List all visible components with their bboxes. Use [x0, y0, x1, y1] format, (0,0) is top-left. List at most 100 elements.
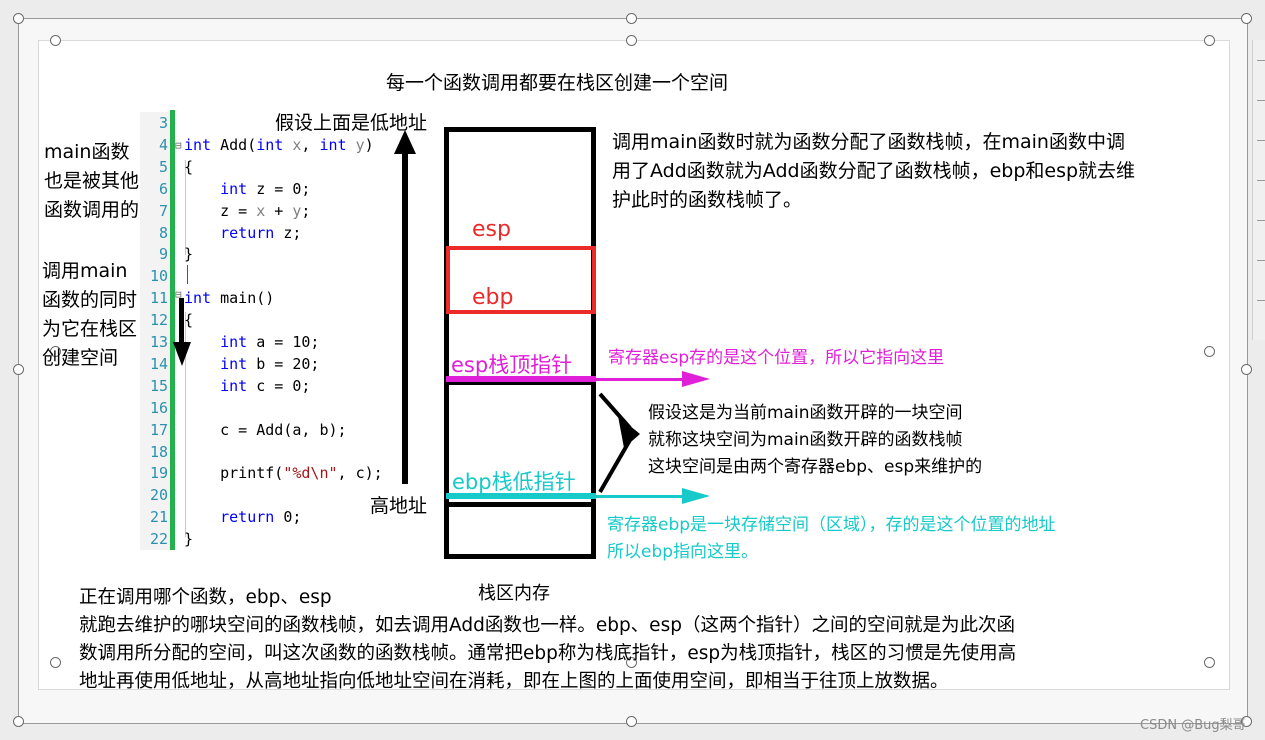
inner-handle-br[interactable]	[1204, 657, 1215, 668]
note-line: main函数	[44, 141, 130, 163]
note-line: 为它在栈区	[42, 318, 138, 340]
stack-divider	[444, 502, 596, 507]
ebp-pointer-line	[446, 493, 596, 499]
indent-guide	[185, 312, 186, 537]
resize-handle-bc[interactable]	[626, 716, 637, 727]
line-number: 9	[158, 245, 168, 264]
code-line: 17 c = Add(a, b);	[140, 419, 347, 441]
line-number: 14	[149, 354, 168, 373]
resize-handle-tr[interactable]	[1241, 13, 1252, 24]
line-number: 21	[149, 508, 168, 527]
line-number: 22	[149, 530, 168, 549]
note-line: 所以ebp指向这里。	[607, 542, 759, 562]
editor-gutter	[140, 112, 170, 550]
inner-handle-bc[interactable]	[626, 657, 637, 668]
arrow-down-icon	[173, 342, 191, 366]
paragraph-line: 正在调用哪个函数，ebp、esp	[79, 587, 332, 608]
code-text: int b = 20;	[220, 354, 320, 373]
resize-handle-bl[interactable]	[13, 716, 24, 727]
line-number: 20	[149, 486, 168, 505]
inner-handle-tr[interactable]	[1204, 35, 1215, 46]
pointer-arrows	[446, 371, 710, 504]
code-line: 22}	[140, 528, 193, 550]
code-line: 13 int a = 10;	[140, 331, 320, 353]
inner-handle-tc[interactable]	[626, 35, 637, 46]
line-number: 15	[149, 376, 168, 395]
code-line: 11 int main()	[140, 287, 274, 309]
code-text: printf("%d\n", c);	[184, 464, 383, 483]
note-line: 调用main	[42, 260, 128, 282]
resize-handle-tl[interactable]	[13, 13, 24, 24]
fold-minus-icon[interactable]: ⊟	[175, 139, 182, 152]
ebp-arrow-shaft	[596, 495, 690, 498]
note-line: 调用main函数时就为函数分配了函数栈帧，在main函数中调	[612, 131, 1125, 153]
code-line: 16	[140, 397, 184, 419]
space-note: 假设这是为当前main函数开辟的一块空间 就称这块空间为main函数开辟的函数栈…	[648, 400, 982, 481]
frame-note: 调用main函数时就为函数分配了函数栈帧，在main函数中调 用了Add函数就为…	[612, 128, 1135, 215]
code-line: 12 {	[140, 309, 193, 331]
arrow-up-icon	[394, 130, 416, 154]
note-line: 函数的同时	[42, 289, 138, 311]
code-text: int main()	[184, 289, 275, 308]
note-line: 函数调用的	[44, 199, 140, 221]
left-down-arrow	[173, 298, 191, 366]
line-number: 5	[158, 157, 168, 176]
cursor-caret	[187, 265, 188, 284]
line-number: 10	[149, 267, 168, 286]
resize-handle-ml[interactable]	[13, 364, 24, 375]
paragraph-line: 地址再使用低地址，从高地址指向低地址空间在消耗，即在上图的上面使用空间，即相当于…	[79, 671, 949, 692]
code-text: return z;	[220, 223, 302, 242]
watermark: CSDN @Bug梨哥	[1140, 718, 1246, 733]
note-line: 假设这是为当前main函数开辟的一块空间	[648, 403, 963, 423]
code-line: 18	[140, 441, 184, 463]
code-text: z = x + y;	[184, 201, 311, 220]
add-frame-box	[446, 246, 596, 314]
line-number: 11	[149, 289, 168, 308]
code-text: }	[184, 245, 194, 264]
note-create-space: 调用main 函数的同时 为它在栈区 创建空间	[42, 257, 137, 373]
frame-bracket-arrows	[598, 392, 640, 493]
low-address-label: 假设上面是低地址	[275, 112, 428, 134]
arrow-right-icon	[618, 416, 640, 448]
code-text: {	[184, 311, 194, 330]
code-line: 5{	[140, 156, 193, 178]
inner-handle-tl[interactable]	[50, 35, 61, 46]
code-editor	[140, 112, 440, 550]
esp-arrow-shaft	[596, 378, 690, 381]
stack-memory	[444, 127, 596, 559]
paragraph-line: 就跑去维护的哪块空间的函数栈帧，如去调用Add函数也一样。ebp、esp（这两个…	[79, 615, 1015, 636]
high-address-label: 高地址	[370, 495, 428, 517]
esp-pointer-line	[446, 376, 596, 382]
stack-memory-label: 栈区内存	[478, 583, 550, 604]
ebp-bottom-label: ebp栈低指针	[452, 470, 576, 494]
code-line: 6 int z = 0;	[140, 178, 310, 200]
resize-handle-br[interactable]	[1241, 716, 1252, 727]
line-number: 8	[158, 223, 168, 242]
line-number: 12	[149, 311, 168, 330]
code-text: int Add(int x, int y)	[184, 135, 374, 154]
code-text: int a = 10;	[220, 333, 320, 351]
note-line: 创建空间	[42, 347, 119, 369]
ebp-note: 寄存器ebp是一块存储空间（区域），存的是这个位置的地址 所以ebp指向这里。	[607, 512, 1056, 566]
line-number: 6	[158, 179, 168, 198]
inner-handle-mr[interactable]	[1204, 346, 1215, 357]
inner-handle-ml[interactable]	[50, 346, 61, 357]
line-number: 3	[158, 114, 168, 132]
note-line: 也是被其他	[44, 170, 140, 192]
line-number: 17	[149, 420, 168, 439]
fold-minus-icon[interactable]: ⊟	[175, 288, 182, 301]
code-line: 20	[140, 484, 184, 506]
resize-handle-tc[interactable]	[626, 13, 637, 24]
code-text: return 0;	[220, 508, 302, 527]
line-number: 16	[149, 398, 168, 417]
right-panel-strip	[1252, 40, 1265, 340]
line-number: 18	[149, 442, 168, 461]
resize-handle-mr[interactable]	[1241, 364, 1252, 375]
code-line: 15 int c = 0;	[140, 375, 311, 397]
indent-guide	[185, 160, 186, 255]
code-text: }	[184, 530, 194, 549]
ebp-label: ebp	[472, 285, 514, 310]
line-number: 19	[149, 464, 168, 483]
inner-handle-bl[interactable]	[50, 657, 61, 668]
